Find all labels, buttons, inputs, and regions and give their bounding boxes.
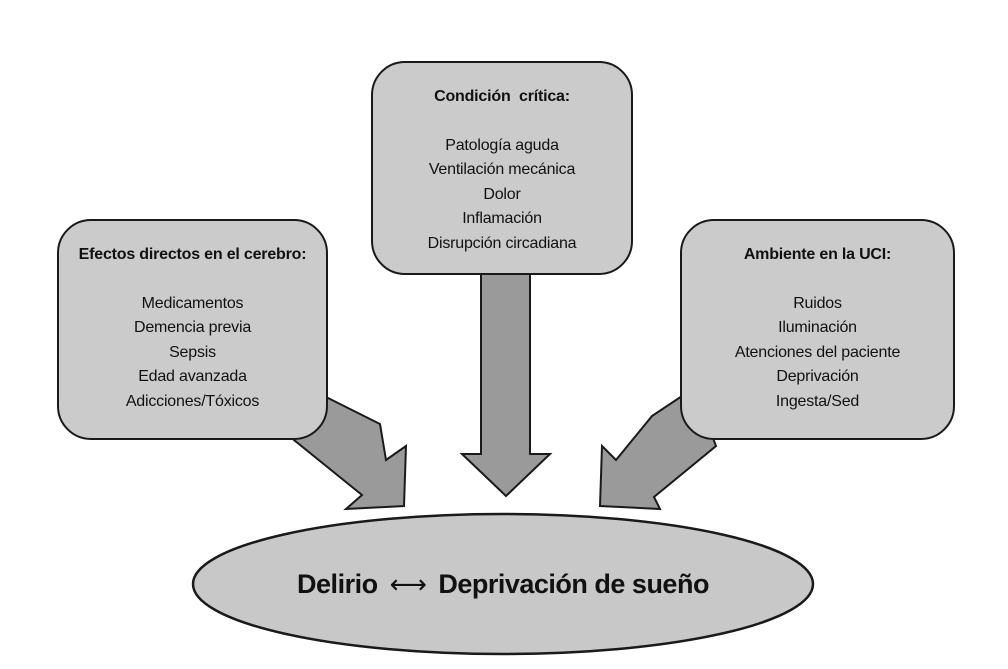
brain-effects-item: Medicamentos — [141, 294, 244, 312]
arrow-from-center-box — [459, 267, 553, 498]
brain-effects-title: Efectos directos en el cerebro: — [78, 246, 307, 263]
icu-environment-item: Ingesta/Sed — [775, 392, 860, 410]
outcome-left-term: Delirio — [297, 568, 378, 599]
brain-effects-item: Demencia previa — [133, 319, 252, 336]
icu-environment-item: Deprivación — [776, 368, 859, 385]
icu-environment-item: Iluminación — [778, 319, 857, 336]
critical-condition-item: Dolor — [483, 185, 521, 203]
outcome-label: Delirio ⟷ Deprivación de sueño — [193, 514, 813, 654]
critical-condition-item: Disrupción circadiana — [427, 234, 577, 252]
critical-condition-item: Patología aguda — [445, 136, 559, 154]
critical-condition-box: Condición crítica: Patología aguda Venti… — [371, 61, 633, 275]
icu-environment-title: Ambiente en la UCI: — [743, 246, 892, 263]
brain-effects-list: Medicamentos Demencia previa Sepsis Edad… — [59, 292, 326, 415]
icu-environment-item: Atenciones del paciente — [734, 343, 901, 361]
critical-condition-item: Ventilación mecánica — [428, 161, 576, 178]
brain-effects-box: Efectos directos en el cerebro: Medicame… — [57, 219, 328, 440]
icu-environment-box: Ambiente en la UCI: Ruidos Iluminación A… — [680, 219, 955, 440]
critical-condition-list: Patología aguda Ventilación mecánica Dol… — [373, 134, 631, 257]
brain-effects-item: Sepsis — [169, 343, 216, 361]
icu-environment-list: Ruidos Iluminación Atenciones del pacien… — [682, 292, 953, 415]
brain-effects-item: Adicciones/Tóxicos — [125, 392, 260, 410]
double-arrow-icon: ⟷ — [389, 568, 427, 599]
critical-condition-title: Condición crítica: — [434, 88, 570, 105]
outcome-right-term: Deprivación de sueño — [438, 568, 709, 599]
critical-condition-item: Inflamación — [462, 210, 542, 227]
outcome-ellipse — [191, 512, 815, 656]
icu-environment-item: Ruidos — [793, 294, 842, 312]
brain-effects-item: Edad avanzada — [138, 368, 247, 385]
